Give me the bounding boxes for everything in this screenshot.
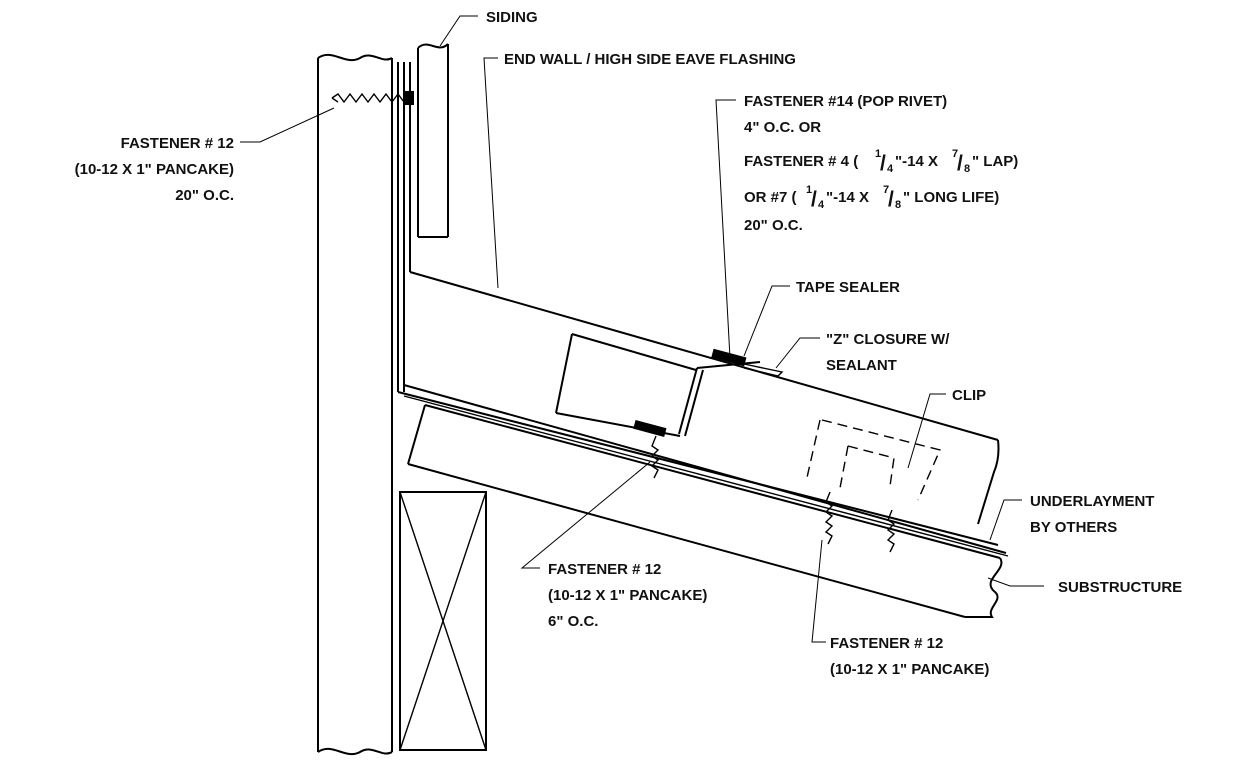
svg-text:"-14 X: "-14 X [895, 153, 938, 170]
z-closure [633, 348, 784, 437]
fastener4-label: FASTENER # 4 ( 1 / 4 "-14 X 7 / 8 " LAP) [744, 148, 1018, 175]
fastener7-label: OR #7 ( 1 / 4 "-14 X 7 / 8 " LONG LIFE) [744, 184, 999, 211]
svg-text:/: / [811, 188, 817, 211]
wall-column [317, 53, 393, 755]
clip [805, 419, 941, 501]
svg-text:7: 7 [952, 148, 958, 160]
substructure-label: SUBSTRUCTURE [1058, 579, 1182, 596]
mid-fastener-label-line2: (10-12 X 1" PANCAKE) [548, 587, 707, 604]
svg-text:/: / [888, 188, 894, 211]
svg-text:4: 4 [887, 163, 894, 175]
z-closure-label-line2: SEALANT [826, 357, 897, 374]
svg-text:1: 1 [806, 184, 812, 196]
flashing-label: END WALL / HIGH SIDE EAVE FLASHING [504, 51, 796, 68]
left-fastener-label-line3: 20" O.C. [175, 187, 234, 204]
mid-fastener-label-line1: FASTENER # 12 [548, 561, 661, 578]
end-wall-flashing [397, 62, 1007, 554]
fastener14-label-line1: FASTENER #14 (POP RIVET) [744, 93, 947, 110]
siding-panel [417, 43, 449, 238]
siding-label: SIDING [486, 9, 538, 26]
fastener14-label-line2: 4" O.C. OR [744, 119, 821, 136]
roof-panel [555, 333, 697, 437]
clip-label: CLIP [952, 387, 986, 404]
underlayment [403, 395, 1009, 557]
tape-sealer-label: TAPE SEALER [796, 279, 900, 296]
z-closure-label-line1: "Z" CLOSURE W/ [826, 331, 950, 348]
wall-screw [331, 91, 414, 105]
svg-text:OR #7 (: OR #7 ( [744, 189, 797, 206]
svg-text:" LAP): " LAP) [972, 153, 1018, 170]
wood-blocking [399, 491, 487, 751]
underlayment-label-line1: UNDERLAYMENT [1030, 493, 1154, 510]
underlayment-label-line2: BY OTHERS [1030, 519, 1117, 536]
leader-lines [240, 15, 1044, 643]
fastener-spacing-label: 20" O.C. [744, 217, 803, 234]
svg-text:/: / [957, 152, 963, 175]
svg-text:/: / [880, 152, 886, 175]
svg-text:4: 4 [818, 199, 825, 211]
mid-fastener-label-line3: 6" O.C. [548, 613, 598, 630]
substructure [407, 404, 1003, 618]
bottom-fastener-label-line2: (10-12 X 1" PANCAKE) [830, 661, 989, 678]
substructure-screws [650, 435, 896, 553]
svg-text:FASTENER # 4 (: FASTENER # 4 ( [744, 153, 858, 170]
svg-text:"-14 X: "-14 X [826, 189, 869, 206]
left-fastener-label-line2: (10-12 X 1" PANCAKE) [75, 161, 234, 178]
svg-text:1: 1 [875, 148, 881, 160]
svg-text:8: 8 [964, 163, 970, 175]
bottom-fastener-label-line1: FASTENER # 12 [830, 635, 943, 652]
svg-text:" LONG LIFE): " LONG LIFE) [903, 189, 999, 206]
svg-text:8: 8 [895, 199, 901, 211]
left-fastener-label-line1: FASTENER # 12 [121, 135, 234, 152]
svg-text:7: 7 [883, 184, 889, 196]
